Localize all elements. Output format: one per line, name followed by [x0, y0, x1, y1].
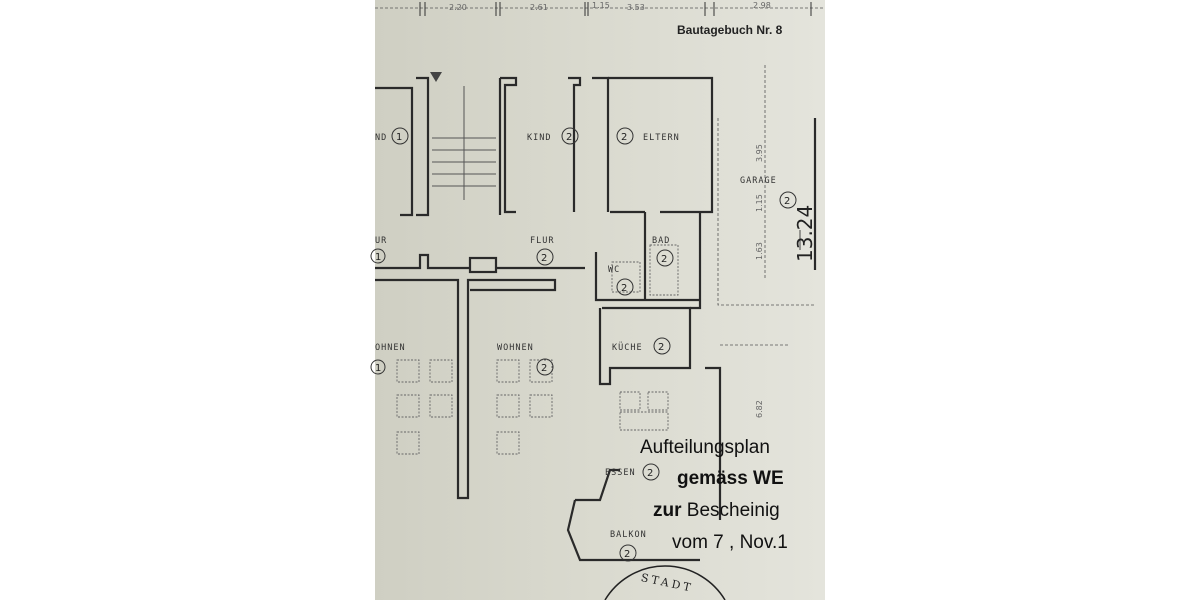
unit-number: 1 — [375, 252, 381, 263]
dim-side-1: 3.95 — [755, 144, 764, 162]
room-label: BALKON — [610, 530, 647, 540]
garage-outline — [717, 65, 817, 346]
room-label: KIND — [527, 133, 551, 143]
svg-text:zur Bescheinig: zur Bescheinig — [653, 500, 780, 521]
room-label: WOHNEN — [497, 343, 534, 353]
stamp-line-3: Bescheinig — [687, 500, 780, 521]
dim-side-4: 6.82 — [755, 400, 764, 418]
dim-top-5: 2.98 — [753, 1, 771, 10]
stamp-line-1: Aufteilungsplan — [640, 437, 770, 458]
unit-number: 2 — [621, 132, 627, 143]
unit-number: 2 — [541, 253, 547, 264]
unit-number: 2 — [566, 132, 572, 143]
seal-icon — [604, 565, 726, 600]
walls — [375, 76, 722, 562]
stamp-line-4: vom 7 , Nov.1 — [672, 532, 788, 553]
room-label: WC — [608, 265, 620, 275]
dim-top-1: 2.20 — [449, 3, 467, 12]
unit-number: 1 — [375, 363, 381, 374]
stamp: Aufteilungsplan gemäss WE zur Bescheinig… — [604, 437, 788, 600]
room-label: UR — [375, 236, 387, 246]
stamp-line-2: gemäss WE — [677, 468, 784, 489]
stamp-line-3-bold: zur — [653, 500, 682, 521]
unit-number: 2 — [784, 196, 790, 207]
top-dimension-line: 2.20 2.61 1.15 3.53 2.98 — [375, 1, 825, 16]
document-header: Bautagebuch Nr. 8 — [677, 23, 783, 37]
unit-number: 2 — [621, 283, 627, 294]
unit-number: 2 — [647, 468, 653, 479]
room-label: OHNEN — [375, 343, 406, 353]
dim-side-3: 1.63 — [755, 242, 764, 260]
unit-number: 1 — [396, 132, 402, 143]
furniture — [396, 244, 679, 455]
dim-top-3: 1.15 — [592, 1, 610, 10]
side-dimensions: 3.95 1.15 1.63 13.24 6.82 — [755, 144, 817, 418]
room-label: BAD — [652, 236, 670, 246]
room-labels: ND 1 KIND 2 ELTERN 2 GARAGE 2 UR 1 FLUR … — [370, 127, 797, 562]
stairs — [430, 72, 496, 200]
room-label: GARAGE — [740, 176, 777, 186]
room-label: ESSEN — [605, 468, 636, 478]
dim-total: 13.24 — [793, 205, 817, 262]
room-label: KÜCHE — [612, 342, 643, 353]
room-label: FLUR — [530, 236, 554, 246]
dim-side-2: 1.15 — [755, 194, 764, 212]
dim-top-2: 2.61 — [530, 3, 548, 12]
unit-number: 2 — [658, 342, 664, 353]
unit-number: 2 — [541, 363, 547, 374]
room-label: ND — [375, 133, 387, 143]
dim-top-4: 3.53 — [627, 3, 645, 12]
unit-number: 2 — [624, 549, 630, 560]
room-label: ELTERN — [643, 133, 680, 143]
unit-number: 2 — [661, 254, 667, 265]
seal-text: STADT — [640, 571, 695, 595]
